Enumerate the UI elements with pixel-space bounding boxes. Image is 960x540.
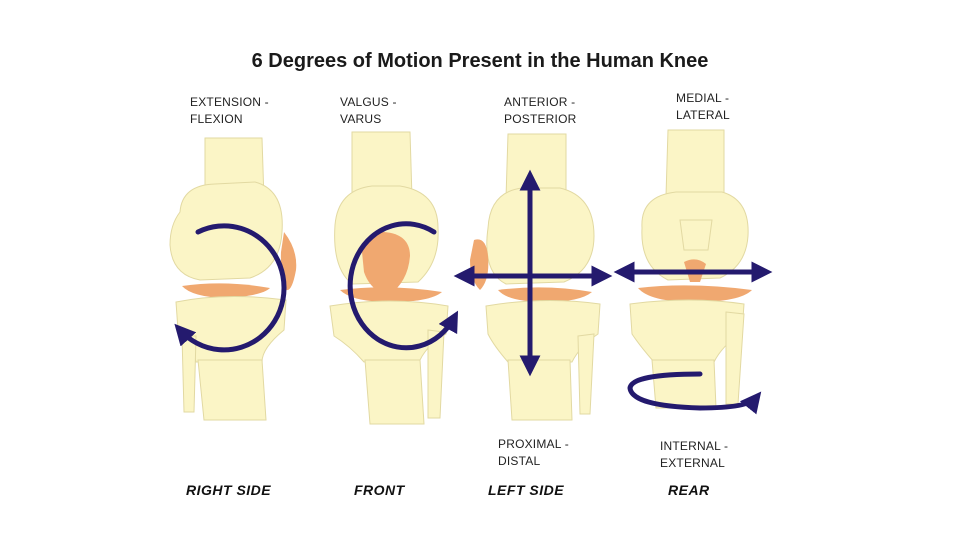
- tibia-shaft: [507, 359, 573, 421]
- label-valgus-varus: VALGUS - VARUS: [340, 95, 397, 126]
- patella: [362, 232, 410, 296]
- arrow-valgus-varus: [347, 221, 459, 351]
- label-anterior-posterior: ANTERIOR - POSTERIOR: [504, 95, 577, 126]
- meniscus: [182, 283, 270, 298]
- fibula: [427, 329, 445, 419]
- femur-shaft: [665, 129, 725, 197]
- patella: [470, 239, 489, 290]
- knee-right-side: [169, 137, 297, 421]
- arrow-internal-external: [627, 371, 762, 415]
- fibula: [725, 311, 745, 405]
- meniscus: [340, 287, 442, 302]
- tibia-shaft: [197, 359, 267, 421]
- label-extension-flexion: EXTENSION - FLEXION: [190, 95, 269, 126]
- meniscus: [638, 285, 752, 302]
- view-label-left-side: LEFT SIDE: [488, 482, 565, 498]
- view-label-front: FRONT: [354, 482, 405, 498]
- view-label-right-side: RIGHT SIDE: [186, 482, 272, 498]
- fibula: [181, 335, 197, 413]
- fibula: [577, 333, 595, 415]
- arrow-extension-flexion: [174, 223, 287, 353]
- label-proximal-distal: PROXIMAL - DISTAL: [498, 437, 569, 468]
- view-label-rear: REAR: [668, 482, 710, 498]
- knee-rear: [629, 129, 752, 409]
- diagram-title: 6 Degrees of Motion Present in the Human…: [251, 50, 709, 72]
- meniscus: [498, 287, 592, 302]
- femur-condyle: [169, 181, 283, 281]
- knee-front: [329, 131, 449, 425]
- label-internal-external: INTERNAL - EXTERNAL: [660, 439, 729, 470]
- tibia-shaft: [651, 359, 717, 409]
- femur-condyle: [486, 187, 595, 285]
- tibia-shaft: [364, 359, 425, 425]
- label-medial-lateral: MEDIAL - LATERAL: [676, 91, 730, 122]
- intercondylar-notch: [679, 219, 713, 251]
